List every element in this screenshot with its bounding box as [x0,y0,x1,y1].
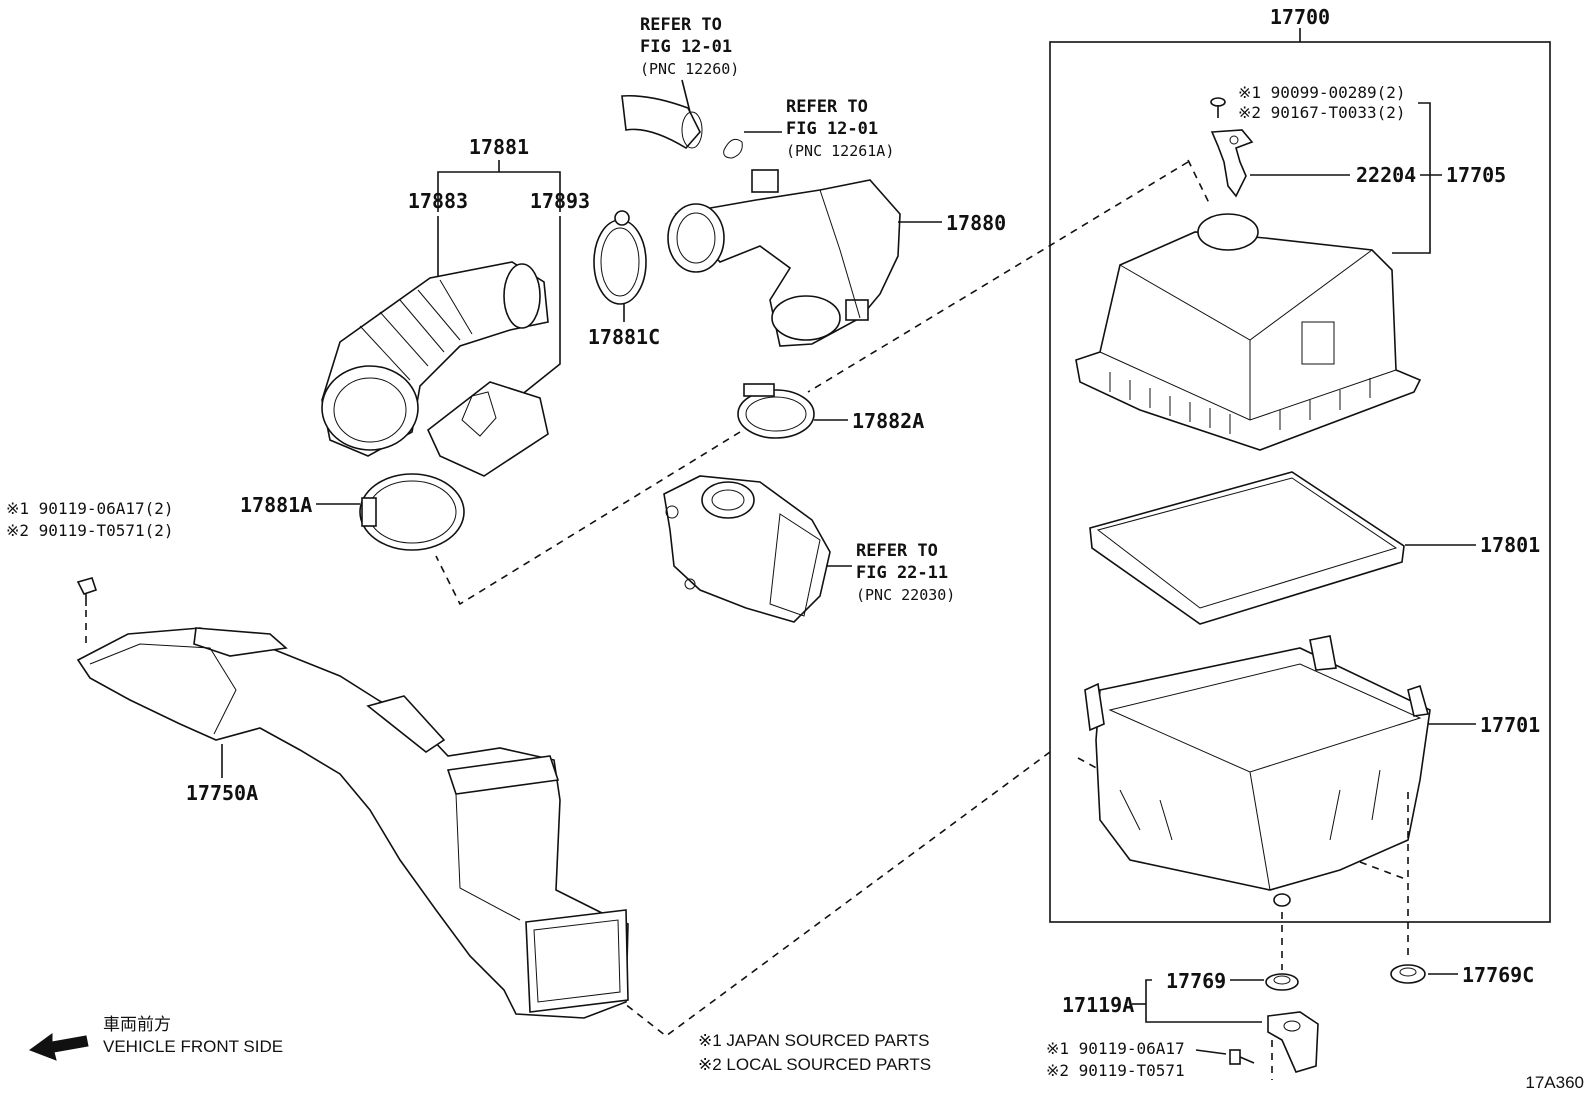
label-17883[interactable]: 17883 [408,189,468,213]
fastener-left-1: ※1 90119-06A17(2) [6,499,174,518]
grommet-17769c-icon [1390,964,1426,984]
fastener-left-2: ※2 90119-T0571(2) [6,521,174,540]
label-17880[interactable]: 17880 [946,211,1006,235]
ref2-line1: REFER TO [786,97,868,117]
ref3-line1: REFER TO [856,541,938,561]
label-17119A[interactable]: 17119A [1062,993,1134,1017]
screw-icon [1210,97,1226,118]
label-17705[interactable]: 17705 [1446,163,1506,187]
throttle-body-icon [663,475,831,623]
airflow-sensor-icon [1210,129,1254,198]
air-filter-element-icon [1089,471,1405,625]
hose-clamp-17881a-icon [359,473,465,551]
label-17893[interactable]: 17893 [530,189,590,213]
label-17769C[interactable]: 17769C [1462,963,1534,987]
label-17881[interactable]: 17881 [469,135,529,159]
ref1-line3: (PNC 12260) [640,60,739,78]
resonator-17893-icon [427,381,549,477]
label-17750A[interactable]: 17750A [186,781,258,805]
bolt-icon [1229,1049,1255,1065]
grommet-17769-icon [1265,973,1299,991]
fastener-top-right-2: ※2 90167-T0033(2) [1238,103,1406,122]
fastener-bottom-2: ※2 90119-T0571 [1046,1061,1185,1080]
ref3-line3: (PNC 22030) [856,586,955,604]
intake-connector-17880-icon [667,169,901,347]
ref2-line2: FIG 12-01 [786,119,878,139]
ref3-line2: FIG 22-11 [856,563,948,583]
air-cleaner-case-icon [1084,635,1431,907]
bracket-17119a-icon [1267,1011,1319,1073]
direction-jp: 車両前方 [103,1015,171,1034]
ref2-line3: (PNC 12261A) [786,142,894,160]
label-17700[interactable]: 17700 [1270,5,1330,29]
fastener-bottom-1: ※1 90119-06A17 [1046,1039,1185,1058]
hose-clamp-17882a-icon [737,383,815,439]
label-17881A[interactable]: 17881A [240,493,312,517]
hose-clamp-17881c-icon [593,210,647,305]
direction-en: VEHICLE FRONT SIDE [103,1037,283,1056]
label-17882A[interactable]: 17882A [852,409,924,433]
label-17801[interactable]: 17801 [1480,533,1540,557]
bolt-left-icon [76,577,98,606]
ref1-line2: FIG 12-01 [640,37,732,57]
legend-local: ※2 LOCAL SOURCED PARTS [698,1055,931,1074]
air-duct-17750a-icon [76,627,629,1019]
air-cleaner-cap-icon [1075,213,1422,451]
intake-hose-17883-icon [321,261,549,457]
label-17881C[interactable]: 17881C [588,325,660,349]
label-17769[interactable]: 17769 [1166,969,1226,993]
fastener-top-right-1: ※1 90099-00289(2) [1238,83,1406,102]
ref1-line1: REFER TO [640,15,722,35]
vehicle-front-arrow-icon [28,1033,89,1061]
label-22204[interactable]: 22204 [1356,163,1416,187]
figure-id: 17A360 [1525,1073,1584,1092]
legend-japan: ※1 JAPAN SOURCED PARTS [698,1031,930,1050]
label-17701[interactable]: 17701 [1480,713,1540,737]
